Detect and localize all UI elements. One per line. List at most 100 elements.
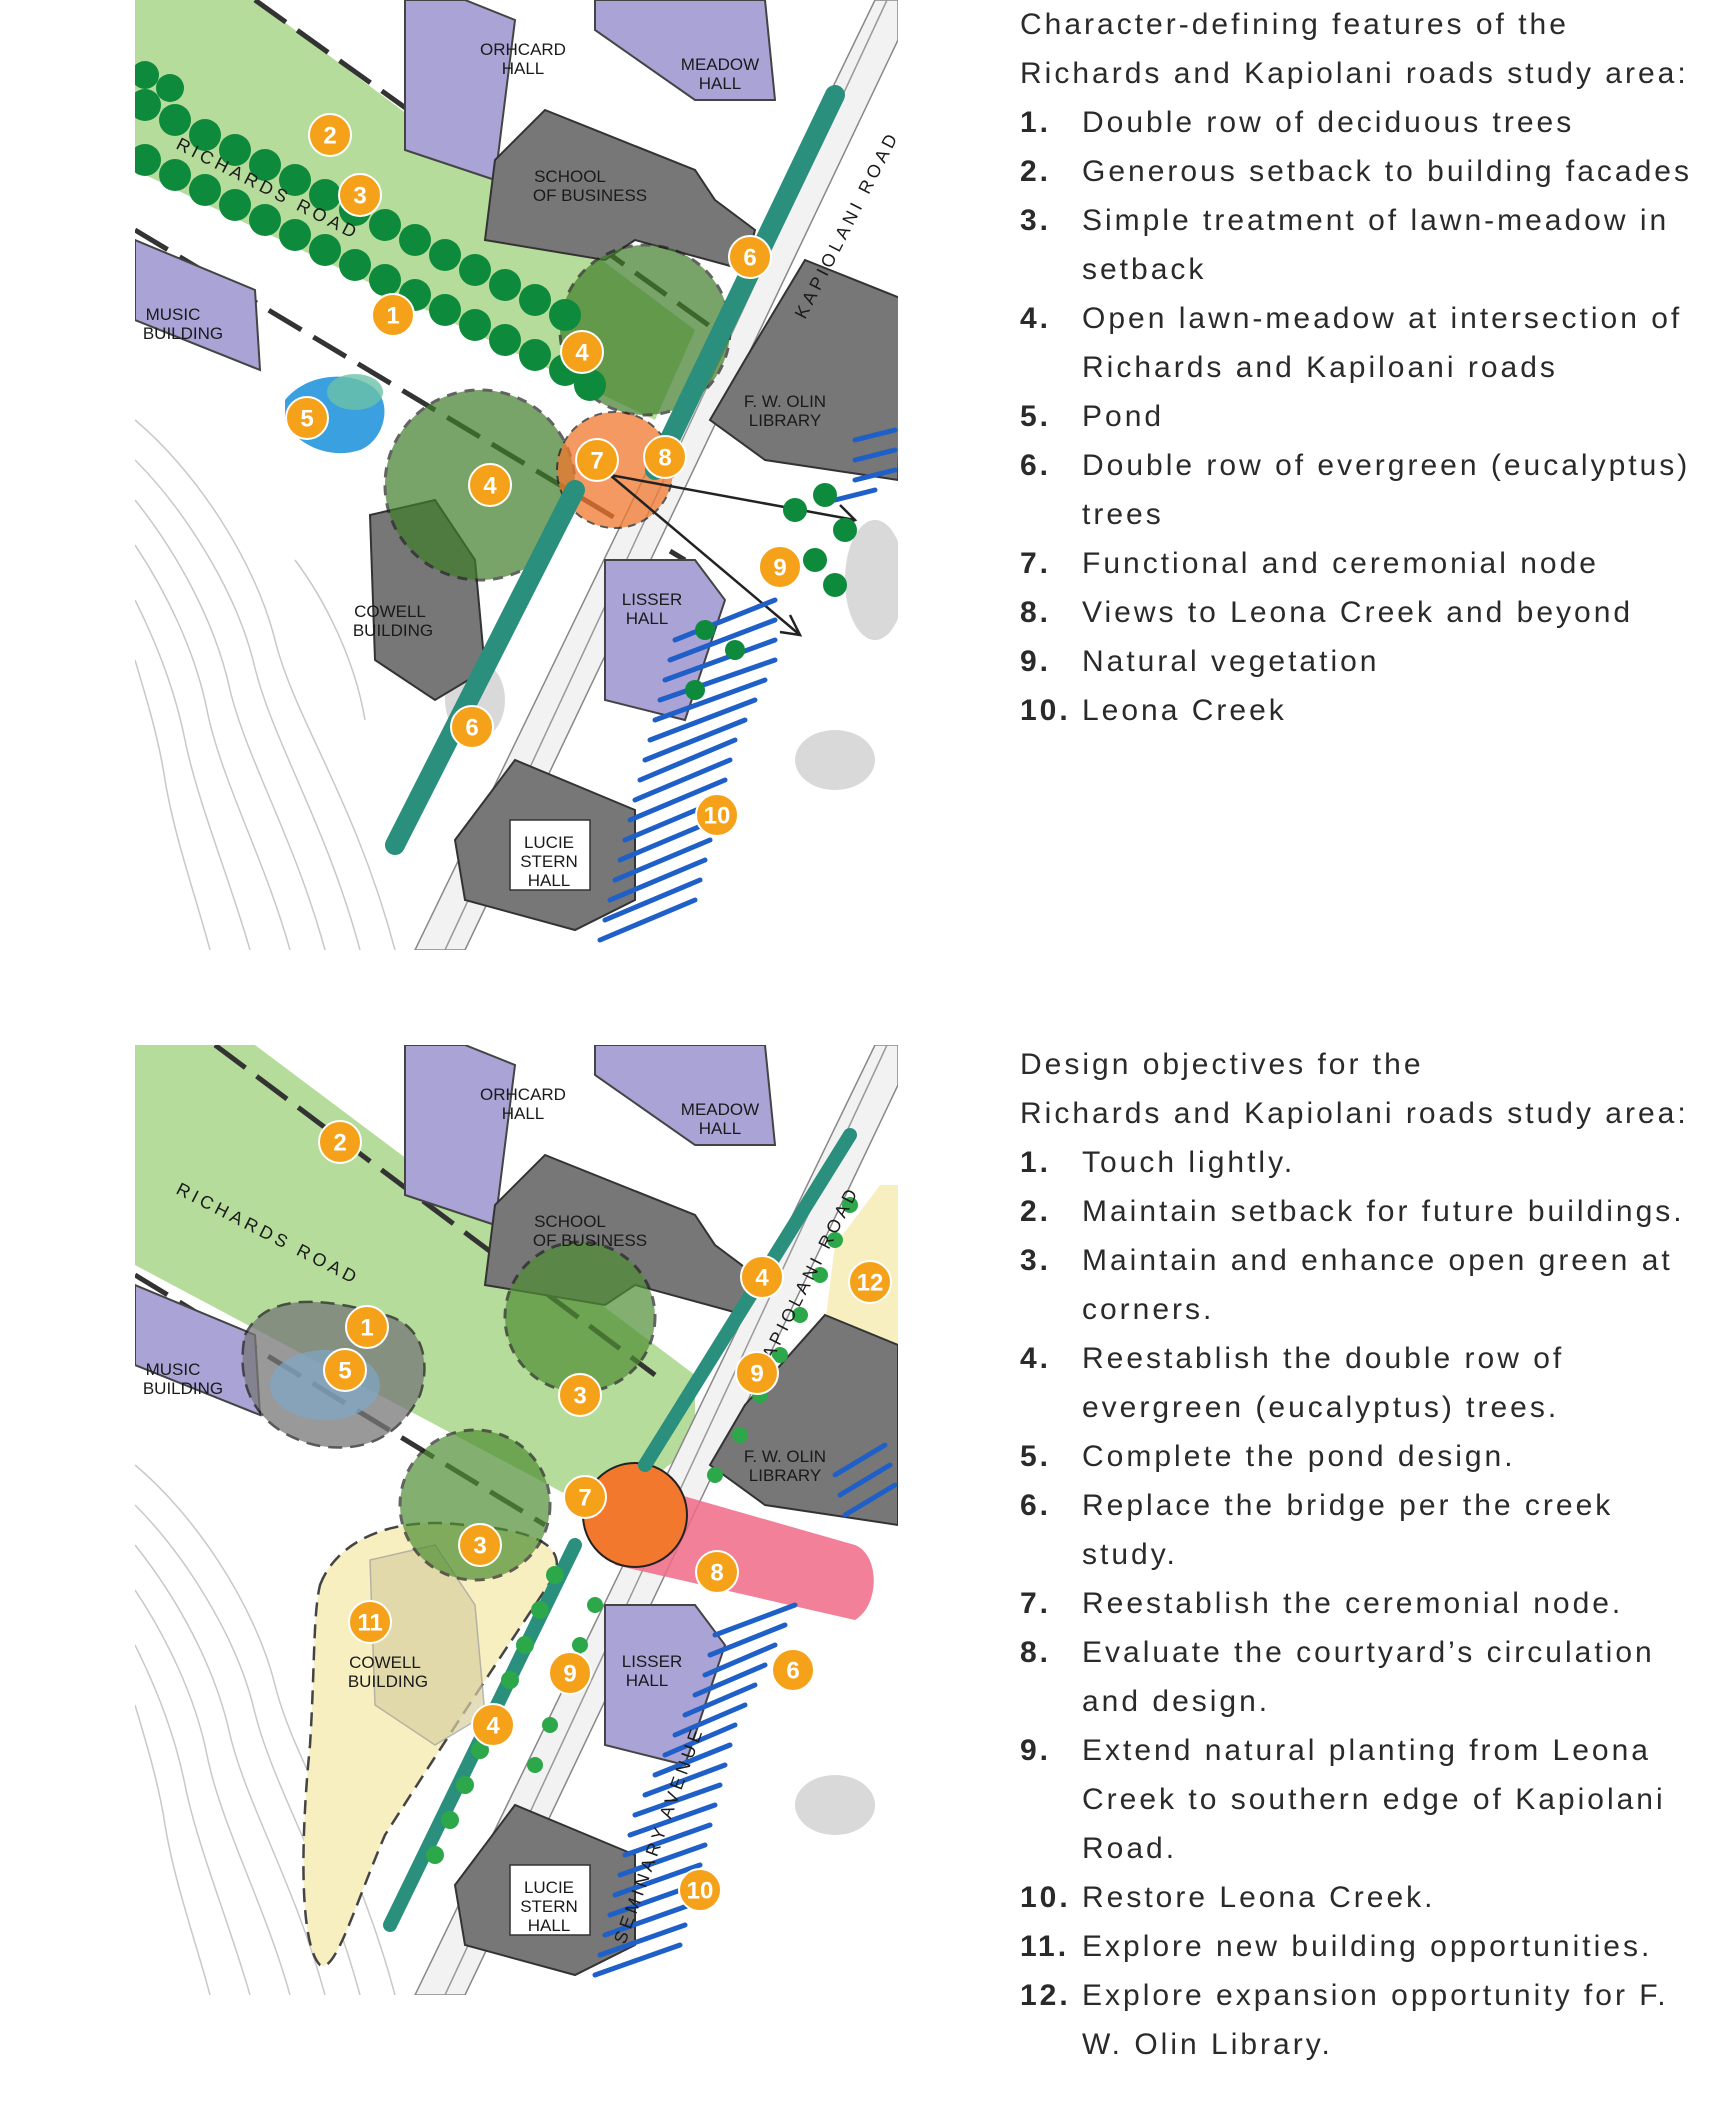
music-building <box>135 1283 262 1417</box>
svg-text:4: 4 <box>575 340 589 367</box>
svg-text:6: 6 <box>743 245 756 272</box>
marker-4-north: 4 <box>740 1255 784 1299</box>
svg-text:10: 10 <box>704 803 731 830</box>
svg-text:9: 9 <box>750 1361 763 1388</box>
svg-text:12: 12 <box>857 1270 884 1297</box>
leona-creek <box>592 1442 898 1978</box>
meadow-hall-building <box>594 0 777 101</box>
svg-text:7: 7 <box>578 1485 591 1512</box>
deciduous-tree-rows <box>135 61 606 401</box>
svg-text:4: 4 <box>755 1265 769 1292</box>
legend-item: 1.Touch lightly. <box>1020 1146 1296 1179</box>
marker-7: 7 <box>575 438 619 482</box>
svg-text:1: 1 <box>360 1315 373 1342</box>
eucalyptus-tree-rows <box>385 85 845 855</box>
marker-2: 2 <box>308 113 352 157</box>
marker-11: 11 <box>348 1600 392 1644</box>
objective-markers: 1 2 3 3 4 4 5 6 7 8 9 9 10 11 12 <box>318 1120 892 1912</box>
marker-4-south: 4 <box>471 1703 515 1747</box>
legend-item: 5.Complete the pond design. <box>1020 1440 1516 1473</box>
legend-item: 2.Maintain setback for future buildings. <box>1020 1195 1685 1228</box>
marker-9-north: 9 <box>735 1351 779 1395</box>
svg-text:3: 3 <box>473 1533 486 1560</box>
legend-item: 12.Explore expansion opportunity for F. … <box>1020 1979 1669 2061</box>
marker-9: 9 <box>758 545 802 589</box>
legend-item: 5.Pond <box>1020 400 1165 433</box>
legend-item: 4.Open lawn-meadow at intersection of Ri… <box>1020 302 1683 384</box>
meadow-hall-building <box>594 1045 777 1146</box>
svg-text:8: 8 <box>710 1560 723 1587</box>
marker-10: 10 <box>695 793 739 837</box>
legend-item: 9.Natural vegetation <box>1020 645 1380 678</box>
svg-text:5: 5 <box>338 1358 351 1385</box>
marker-3-north: 3 <box>558 1373 602 1417</box>
svg-text:11: 11 <box>357 1610 382 1637</box>
marker-7: 7 <box>563 1475 607 1519</box>
legend-item: 11.Explore new building opportunities. <box>1020 1930 1653 1963</box>
marker-1: 1 <box>371 293 415 337</box>
marker-8: 8 <box>695 1550 739 1594</box>
features-legend-intro: Character-defining features of the Richa… <box>1020 8 1689 90</box>
music-building <box>135 238 262 372</box>
marker-3: 3 <box>338 173 382 217</box>
svg-text:2: 2 <box>333 1130 346 1157</box>
marker-5: 5 <box>285 396 329 440</box>
marker-12: 12 <box>848 1260 892 1304</box>
ceremonial-node <box>582 1462 688 1568</box>
legend-item: 6.Double row of evergreen (eucalyptus) t… <box>1020 449 1691 531</box>
corner-green-circle <box>503 1240 657 1394</box>
marker-1: 1 <box>345 1305 389 1349</box>
richards-road-lawn <box>135 1045 695 1515</box>
marker-6-south: 6 <box>450 705 494 749</box>
marker-10: 10 <box>678 1868 722 1912</box>
legend-item: 10.Restore Leona Creek. <box>1020 1881 1436 1914</box>
legend-item: 3.Maintain and enhance open green at cor… <box>1020 1244 1673 1326</box>
svg-text:2: 2 <box>323 123 336 150</box>
marker-2: 2 <box>318 1120 362 1164</box>
fw-olin-library-building <box>708 1313 898 1527</box>
features-legend: Character-defining features of the Richa… <box>1020 0 1700 735</box>
marker-5: 5 <box>323 1348 367 1392</box>
legend-item: 7.Functional and ceremonial node <box>1020 547 1599 580</box>
buildings <box>135 1045 898 1977</box>
objectives-legend: Design objectives for the Richards and K… <box>1020 1040 1700 2069</box>
svg-text:5: 5 <box>300 406 313 433</box>
legend-item: 10.Leona Creek <box>1020 694 1287 727</box>
svg-text:9: 9 <box>563 1661 576 1688</box>
legend-item: 4.Reestablish the double row of evergree… <box>1020 1342 1565 1424</box>
legend-item: 1.Double row of deciduous trees <box>1020 106 1575 139</box>
marker-4-south: 4 <box>468 463 512 507</box>
legend-item: 7.Reestablish the ceremonial node. <box>1020 1587 1624 1620</box>
orchard-hall-building <box>404 1045 517 1227</box>
legend-item: 3.Simple treatment of lawn-meadow in set… <box>1020 204 1670 286</box>
fw-olin-library-building <box>708 258 898 482</box>
feature-markers: 1 2 3 4 4 5 6 6 7 8 9 10 <box>285 113 802 837</box>
svg-text:1: 1 <box>386 303 399 330</box>
svg-text:3: 3 <box>573 1383 586 1410</box>
svg-text:4: 4 <box>483 473 497 500</box>
svg-text:3: 3 <box>353 183 366 210</box>
leona-creek <box>597 427 898 943</box>
svg-text:4: 4 <box>486 1713 500 1740</box>
corner-green-circle <box>398 1428 552 1582</box>
